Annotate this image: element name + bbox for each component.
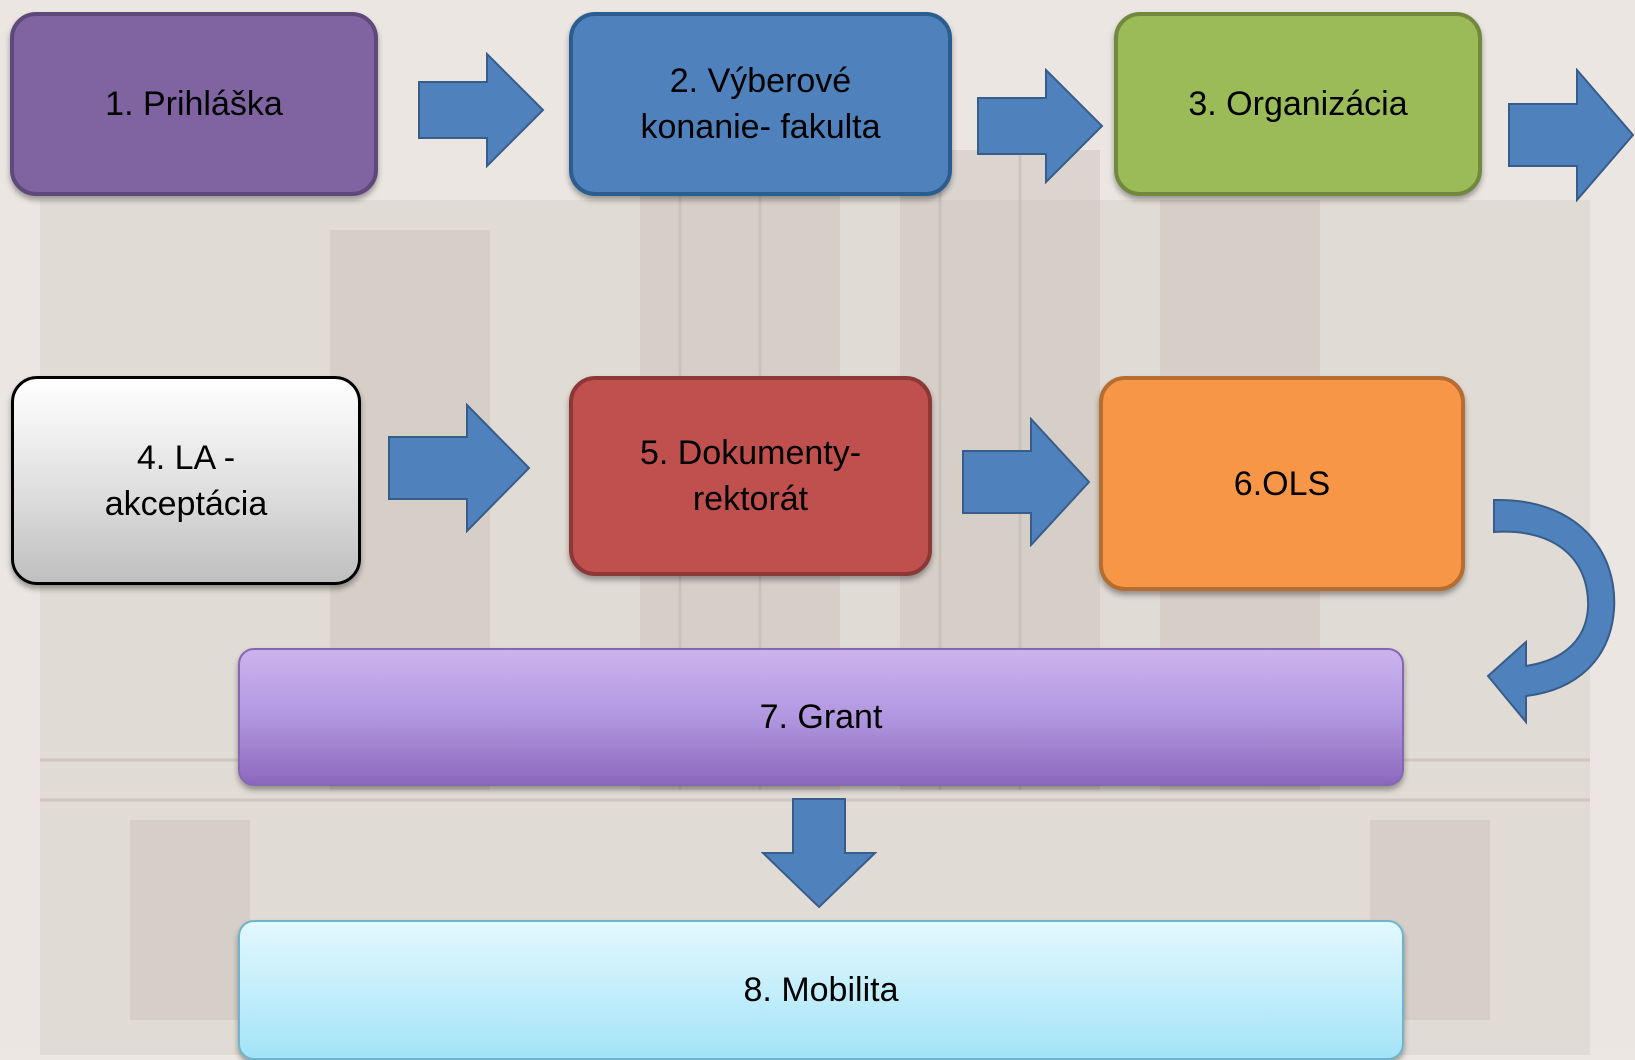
step-5-dokumenty-rektorat: 5. Dokumenty- rektorát: [569, 376, 932, 576]
step-8-label: 8. Mobilita: [743, 971, 899, 1009]
step-2-label-line2: konanie- fakulta: [640, 108, 881, 146]
step-2-label-line1: 2. Výberové: [669, 62, 852, 100]
step-6-label: 6.OLS: [1233, 464, 1331, 503]
step-7-label: 7. Grant: [759, 698, 883, 736]
arrow-right-icon: [977, 68, 1104, 184]
step-1-label: 1. Prihláška: [105, 85, 283, 123]
step-4-label-line2: akceptácia: [104, 484, 268, 523]
step-8-mobilita: 8. Mobilita: [238, 920, 1404, 1060]
step-4-label-line1: 4. LA -: [136, 438, 236, 477]
step-7-grant: 7. Grant: [238, 648, 1404, 786]
arrow-right-icon: [388, 403, 531, 533]
step-5-label-line2: rektorát: [692, 480, 809, 518]
step-3-label: 3. Organizácia: [1188, 85, 1408, 123]
step-3-organizacia: 3. Organizácia: [1114, 12, 1482, 196]
step-2-vyberove-konanie: 2. Výberové konanie- fakulta: [569, 12, 952, 196]
arrow-right-icon: [962, 417, 1091, 547]
step-4-la-akceptacia: 4. LA - akceptácia: [11, 376, 361, 585]
step-6-ols: 6.OLS: [1099, 376, 1465, 591]
arrow-down-icon: [761, 798, 877, 909]
arrow-right-icon: [418, 52, 545, 168]
step-1-prihlaska: 1. Prihláška: [10, 12, 378, 196]
step-5-label-line1: 5. Dokumenty-: [639, 434, 862, 472]
curved-arrow-icon: [1486, 498, 1616, 725]
arrow-right-icon: [1508, 68, 1635, 202]
